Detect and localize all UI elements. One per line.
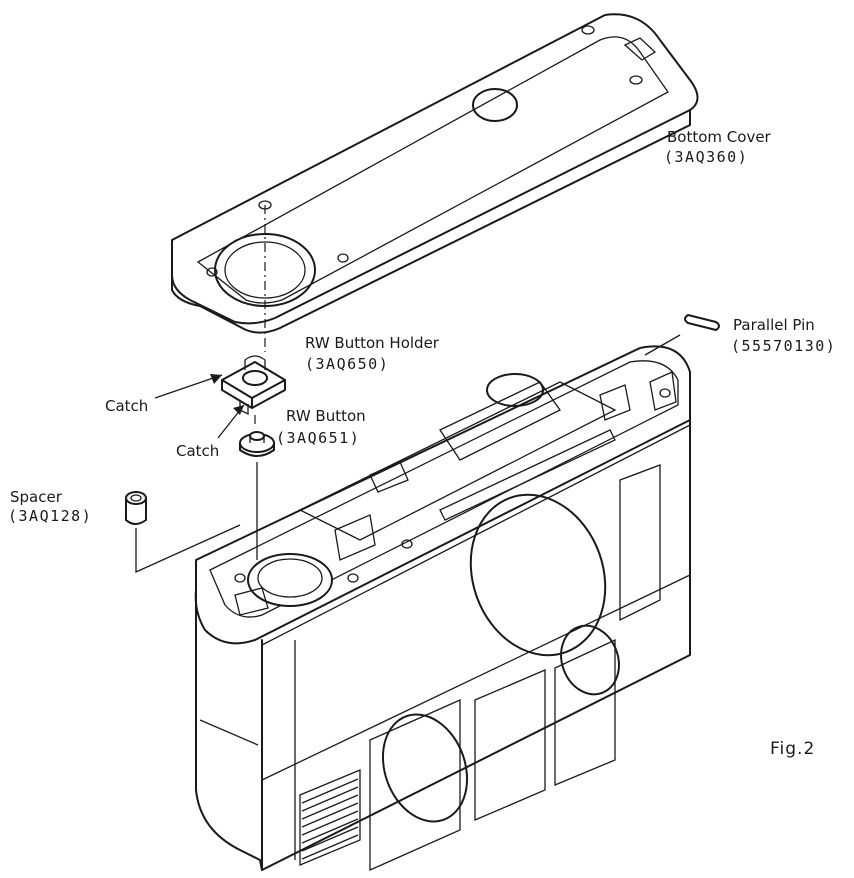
parallel-pin-label: Parallel Pin — [733, 316, 815, 334]
rw-button-code: (3AQ651) — [276, 429, 361, 447]
rw-button-holder-code: (3AQ650) — [305, 355, 390, 373]
catch-lower-label: Catch — [176, 442, 220, 460]
vent-grille — [299, 769, 361, 866]
parallel-pin-code: (55570130) — [731, 337, 837, 355]
bottom-cover-part — [171, 13, 699, 334]
catch-upper-label: Catch — [105, 397, 149, 415]
spacer-code: (3AQ128) — [8, 507, 93, 525]
parallel-pin-part — [644, 314, 720, 356]
bottom-cover-code: (3AQ360) — [664, 148, 749, 166]
figure-label: Fig.2 — [770, 739, 816, 759]
camera-body-part — [194, 345, 691, 872]
rw-button-label: RW Button — [286, 407, 366, 425]
bottom-cover-label: Bottom Cover — [667, 128, 771, 146]
rw-button-holder-label: RW Button Holder — [305, 334, 439, 352]
rw-button-part — [239, 431, 275, 457]
leader-lines — [154, 374, 245, 439]
spacer-part — [125, 491, 241, 574]
spacer-label: Spacer — [10, 488, 62, 506]
rw-button-holder-part — [221, 355, 286, 416]
